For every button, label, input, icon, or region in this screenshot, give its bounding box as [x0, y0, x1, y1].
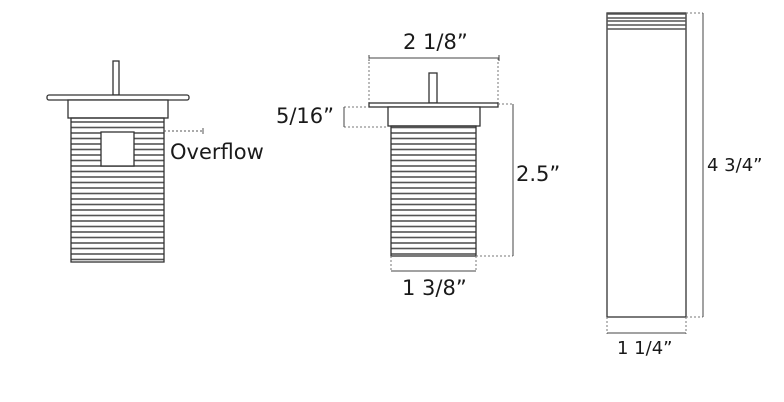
collar-height-label: 5/16”: [276, 104, 335, 128]
pipe-body: [606, 12, 687, 318]
drain-overflow-part: [46, 60, 204, 263]
body-width-label: 1 3/8”: [402, 276, 467, 300]
flange: [46, 94, 190, 101]
overflow-label: Overflow: [170, 140, 264, 164]
threaded-body: [390, 125, 477, 257]
standpipe-width-label: 1 1/4”: [617, 338, 673, 359]
standpipe-part: [606, 12, 704, 334]
overflow-hole: [100, 131, 135, 167]
stem: [428, 72, 438, 104]
flange-width-label: 2 1/8”: [403, 30, 468, 54]
stem: [112, 60, 120, 96]
collar: [67, 99, 169, 119]
standpipe-height-label: 4 3/4”: [707, 155, 763, 176]
drain-dimensioned-part: [343, 55, 514, 272]
body-height-label: 2.5”: [516, 162, 561, 186]
collar: [387, 106, 481, 127]
